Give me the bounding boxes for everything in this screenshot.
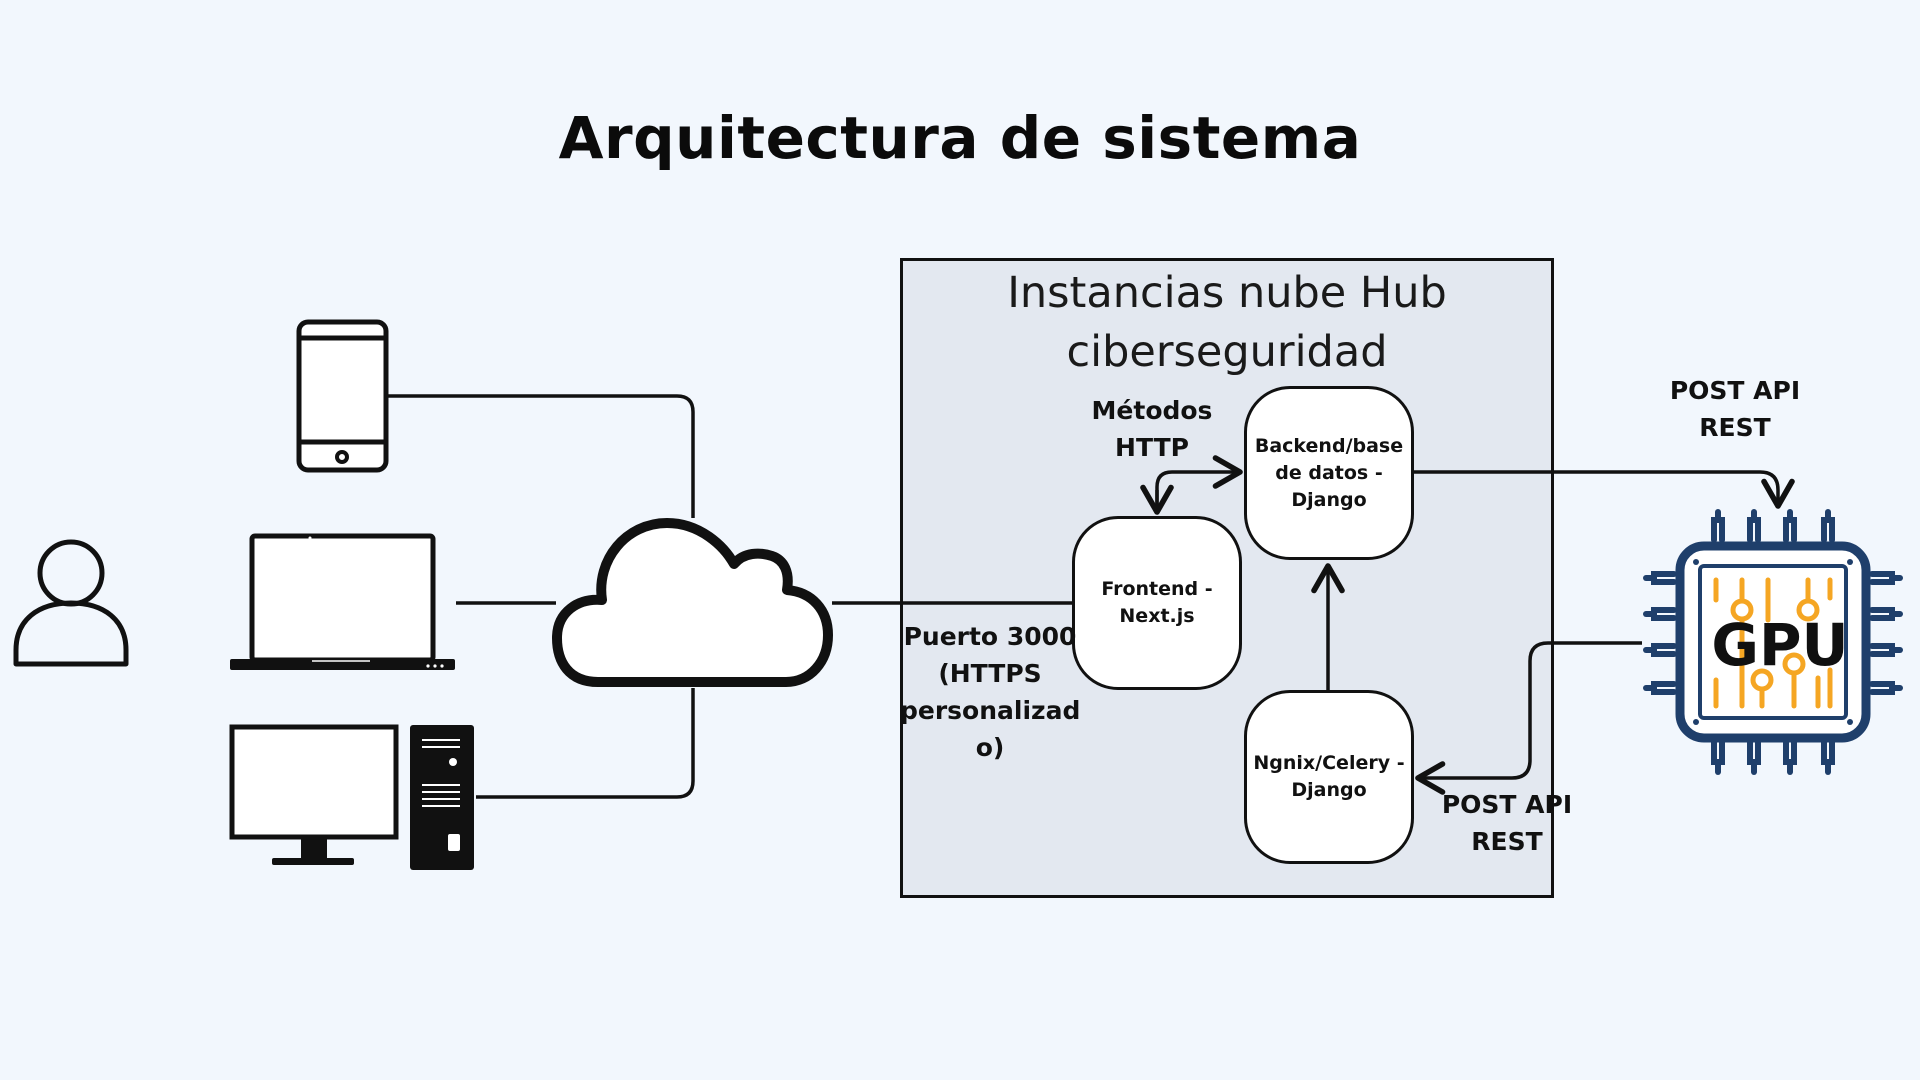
user-icon — [13, 539, 129, 667]
gpu-chip-icon — [1643, 509, 1903, 775]
connector-gpu-nginx — [1415, 641, 1642, 795]
label-post-top-line2: REST — [1699, 413, 1771, 442]
laptop-icon — [230, 533, 455, 670]
cloud-icon — [552, 518, 833, 687]
label-metodos-line2: HTTP — [1115, 433, 1189, 462]
cloud-instances-title-line2: ciberseguridad — [1066, 327, 1388, 377]
label-metodos-http: Métodos HTTP — [1062, 392, 1242, 466]
label-post-api-rest-bottom: POST API REST — [1422, 786, 1592, 860]
gpu-label: GPU — [1711, 611, 1849, 679]
label-post-bottom-line2: REST — [1471, 827, 1543, 856]
connector-phone-cloud — [388, 394, 695, 518]
label-post-bottom-line1: POST API — [1441, 790, 1573, 819]
desktop-computer-icon — [229, 724, 474, 870]
backend-node-label: Backend/base de datos - Django — [1254, 434, 1404, 511]
label-puerto-line2: (HTTPS — [938, 659, 1042, 688]
label-metodos-line1: Métodos — [1091, 396, 1213, 425]
label-puerto-line1: Puerto 3000 — [903, 622, 1077, 651]
connector-desktop-cloud — [476, 688, 695, 799]
label-post-top-line1: POST API — [1669, 376, 1801, 405]
frontend-node: Frontend - Next.js — [1072, 516, 1242, 690]
connector-frontend-backend — [1155, 455, 1243, 512]
cloud-instances-title: Instancias nube Hub ciberseguridad — [900, 264, 1554, 382]
label-puerto-line3: personalizad — [900, 696, 1081, 725]
nginx-celery-node: Ngnix/Celery - Django — [1244, 690, 1414, 864]
connector-backend-gpu — [1414, 470, 1795, 509]
label-post-api-rest-top: POST API REST — [1650, 372, 1820, 446]
label-puerto-line4: o) — [975, 733, 1005, 762]
nginx-celery-node-label: Ngnix/Celery - Django — [1253, 752, 1405, 801]
label-puerto-3000: Puerto 3000 (HTTPS personalizad o) — [900, 618, 1080, 766]
smartphone-icon — [296, 319, 389, 473]
diagram-title: Arquitectura de sistema — [558, 104, 1362, 172]
cloud-instances-title-line1: Instancias nube Hub — [1007, 268, 1447, 318]
frontend-node-label: Frontend - Next.js — [1101, 578, 1213, 627]
backend-node: Backend/base de datos - Django — [1244, 386, 1414, 560]
